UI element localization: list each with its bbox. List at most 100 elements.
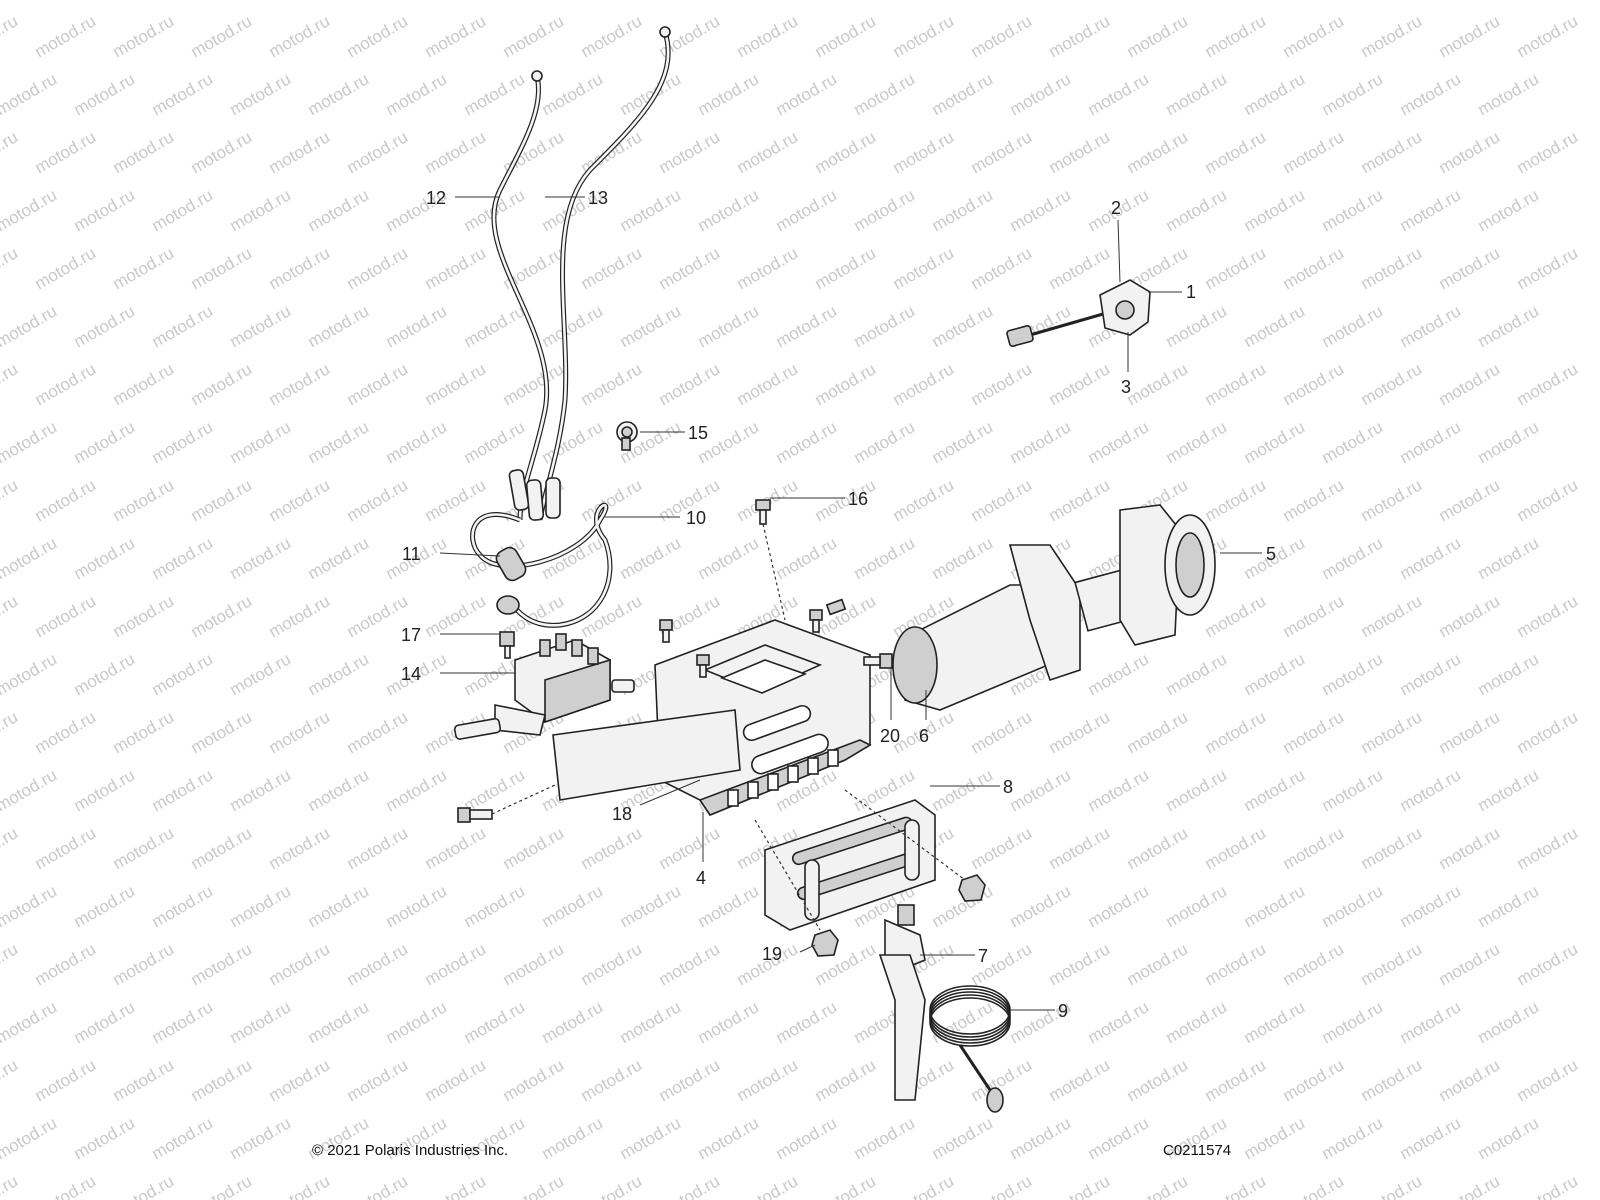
watermark-text: motod.ru [1085,881,1153,931]
watermark-text: motod.ru [344,359,412,409]
watermark-text: motod.ru [305,185,373,235]
watermark-text: motod.ru [539,997,607,1047]
watermark-text: motod.ru [1202,823,1270,873]
watermark-text: motod.ru [539,1113,607,1163]
watermark-text: motod.ru [890,11,958,61]
watermark-text: motod.ru [656,359,724,409]
watermark-text: motod.ru [32,823,100,873]
watermark-text: motod.ru [890,1171,958,1200]
watermark-text: motod.ru [0,649,60,699]
watermark-text: motod.ru [734,11,802,61]
watermark-text: motod.ru [71,533,139,583]
watermark-text: motod.ru [539,301,607,351]
bolt-16 [755,499,786,621]
watermark-text: motod.ru [1046,475,1114,525]
callout-11: 11 [402,544,421,564]
watermark-text: motod.ru [500,243,568,293]
callout-19: 19 [762,944,782,964]
bolt-lower-left [457,784,556,823]
watermark-text: motod.ru [578,939,646,989]
watermark-text: motod.ru [0,997,60,1047]
watermark-text: motod.ru [578,475,646,525]
watermark-text: motod.ru [1241,301,1309,351]
watermark-text: motod.ru [1202,591,1270,641]
watermark-text: motod.ru [0,0,60,3]
watermark-text: motod.ru [734,243,802,293]
watermark-text: motod.ru [1124,939,1192,989]
watermark-text: motod.ru [734,1171,802,1200]
watermark-text: motod.ru [1124,359,1192,409]
watermark-text: motod.ru [812,11,880,61]
watermark-text: motod.ru [695,69,763,119]
watermark-text: motod.ru [1163,69,1231,119]
callout-15: 15 [688,423,708,443]
watermark-text: motod.ru [266,939,334,989]
watermark-text: motod.ru [1319,301,1387,351]
watermark-text: motod.ru [266,1055,334,1105]
watermark-text: motod.ru [1280,127,1348,177]
watermark-text: motod.ru [851,301,919,351]
watermark-text: motod.ru [1241,881,1309,931]
watermark-text: motod.ru [968,1171,1036,1200]
watermark-text: motod.ru [1436,939,1504,989]
watermark-text: motod.ru [929,301,997,351]
watermark-text: motod.ru [71,0,139,3]
watermark-text: motod.ru [929,0,997,3]
watermark-text: motod.ru [1280,591,1348,641]
watermark-text: motod.ru [1280,475,1348,525]
callout-labels: 1 2 3 4 5 6 7 8 9 10 11 12 13 14 15 16 1… [401,188,1276,1021]
watermark-text: motod.ru [188,359,256,409]
watermark-text: motod.ru [929,765,997,815]
watermark-text: motod.ru [461,881,529,931]
watermark-text: motod.ru [0,823,21,873]
watermark-text: motod.ru [1397,1113,1465,1163]
bracket-18 [552,709,741,801]
battery-cable-12 [491,70,550,521]
watermark-text: motod.ru [227,69,295,119]
watermark-text: motod.ru [1319,69,1387,119]
watermark-text: motod.ru [578,11,646,61]
watermark-text: motod.ru [1358,11,1426,61]
watermark-text: motod.ru [71,301,139,351]
watermark-text: motod.ru [1085,417,1153,467]
leader-lines [439,196,1262,1011]
watermark-text: motod.ru [1436,1055,1504,1105]
watermark-text: motod.ru [188,1055,256,1105]
watermark-text: motod.ru [305,765,373,815]
watermark-text: motod.ru [1046,939,1114,989]
watermark-text: motod.ru [110,939,178,989]
watermark-text: motod.ru [968,707,1036,757]
watermark-text: motod.ru [1397,533,1465,583]
watermark-text: motod.ru [1202,11,1270,61]
watermark-text: motod.ru [71,997,139,1047]
watermark-text: motod.ru [1319,0,1387,3]
watermark-text: motod.ru [266,1171,334,1200]
watermark-text: motod.ru [812,127,880,177]
watermark-text: motod.ru [1514,359,1582,409]
callout-3: 3 [1121,377,1131,397]
watermark-text: motod.ru [968,359,1036,409]
watermark-text: motod.ru [227,0,295,3]
watermark-text: motod.ru [1163,997,1231,1047]
watermark-text: motod.ru [539,69,607,119]
watermark-text: motod.ru [1319,417,1387,467]
watermark-text: motod.ru [188,707,256,757]
winch-5 [892,504,1216,711]
watermark-text: motod.ru [461,0,529,3]
watermark-text: motod.ru [305,417,373,467]
watermark-text: motod.ru [1085,69,1153,119]
watermark-text: motod.ru [1397,301,1465,351]
watermark-text: motod.ru [1163,765,1231,815]
watermark-text: motod.ru [383,417,451,467]
watermark-text: motod.ru [1358,707,1426,757]
watermark-text: motod.ru [0,1113,60,1163]
watermark-text: motod.ru [656,823,724,873]
watermark-text: motod.ru [149,185,217,235]
watermark-text: motod.ru [0,765,60,815]
watermark-text: motod.ru [1241,0,1309,3]
watermark-text: motod.ru [1514,475,1582,525]
watermark-text: motod.ru [266,707,334,757]
watermark-text: motod.ru [1475,417,1543,467]
watermark-text: motod.ru [32,11,100,61]
watermark-text: motod.ru [1358,823,1426,873]
